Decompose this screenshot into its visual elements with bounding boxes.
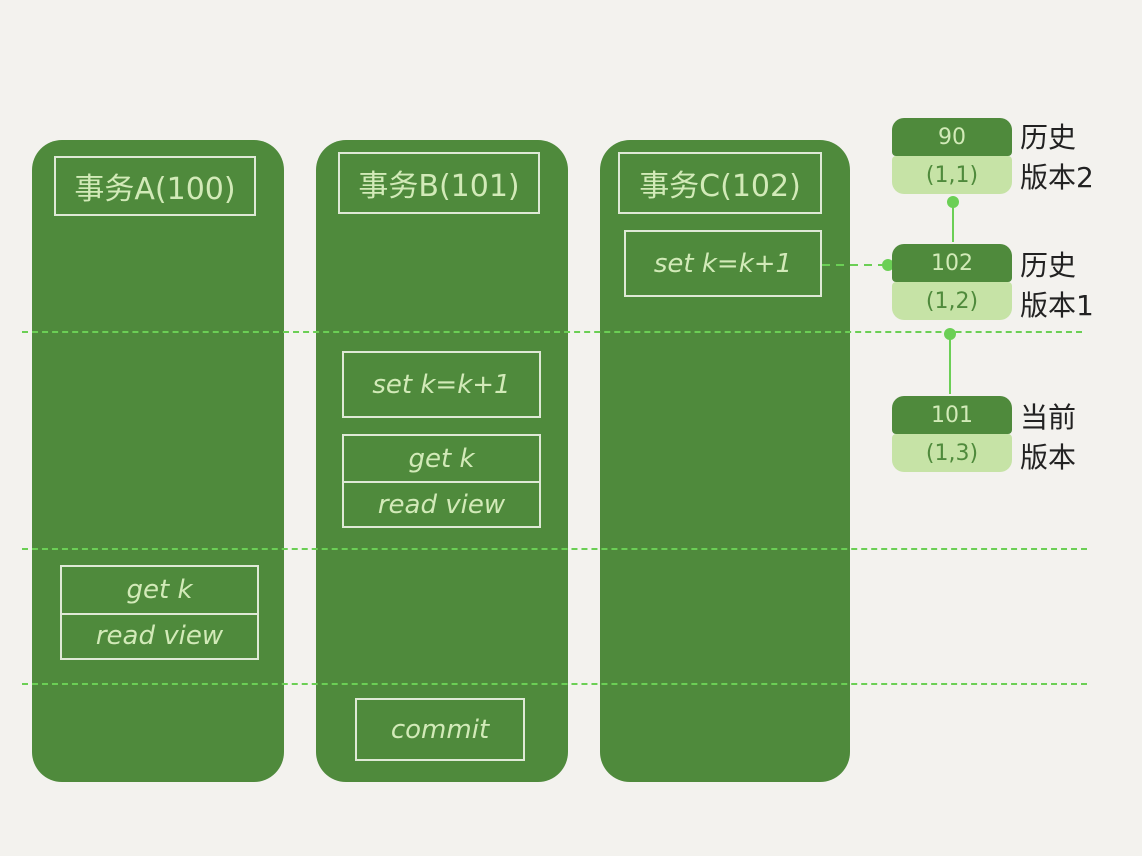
version-row-value: (1,2) bbox=[892, 282, 1012, 320]
version-trx-id: 90 bbox=[892, 118, 1012, 156]
version-label-line2: 版本2 bbox=[1020, 161, 1094, 194]
transaction-a-get-k: get k bbox=[126, 574, 193, 605]
transaction-a-read-view: read view bbox=[62, 612, 257, 659]
version-node-history-2: 90 (1,1) bbox=[892, 118, 1012, 194]
transaction-c-title: 事务C(102) bbox=[618, 152, 822, 214]
transaction-b-title: 事务B(101) bbox=[338, 152, 540, 214]
transaction-b-set-k: set k=k+1 bbox=[342, 351, 541, 418]
version-trx-id: 102 bbox=[892, 244, 1012, 282]
version-node-history-1: 102 (1,2) bbox=[892, 244, 1012, 320]
version-label-line2: 版本 bbox=[1020, 441, 1077, 474]
version-trx-id: 101 bbox=[892, 396, 1012, 434]
version-label-line1: 历史 bbox=[1020, 121, 1077, 154]
version-label-line1: 历史 bbox=[1020, 249, 1077, 282]
version-row-value: (1,1) bbox=[892, 156, 1012, 194]
transaction-b-get-k: get k bbox=[408, 443, 475, 474]
transaction-c-set-k: set k=k+1 bbox=[624, 230, 822, 297]
time-divider-3 bbox=[22, 683, 1087, 685]
version-label-line1: 当前 bbox=[1020, 401, 1077, 434]
version-label-current: 当前 版本 bbox=[1020, 398, 1130, 478]
transaction-a-read-stack: get k read view bbox=[60, 565, 259, 660]
time-divider-1 bbox=[22, 331, 1082, 333]
transaction-a-title: 事务A(100) bbox=[54, 156, 256, 216]
version-row-value: (1,3) bbox=[892, 434, 1012, 472]
version-label-history-1: 历史 版本1 bbox=[1020, 246, 1130, 326]
transaction-b-commit: commit bbox=[355, 698, 525, 761]
time-divider-2 bbox=[22, 548, 1087, 550]
version-label-line2: 版本1 bbox=[1020, 289, 1094, 322]
version-label-history-2: 历史 版本2 bbox=[1020, 118, 1130, 198]
update-link-dot bbox=[882, 259, 894, 271]
transaction-b-read-stack: get k read view bbox=[342, 434, 541, 528]
transaction-b-read-view: read view bbox=[344, 481, 539, 526]
version-link-1-dot bbox=[947, 196, 959, 208]
transaction-c-column bbox=[600, 140, 850, 782]
version-link-2-dot bbox=[944, 328, 956, 340]
version-node-current: 101 (1,3) bbox=[892, 396, 1012, 472]
transaction-b-column bbox=[316, 140, 568, 782]
transaction-a-column bbox=[32, 140, 284, 782]
